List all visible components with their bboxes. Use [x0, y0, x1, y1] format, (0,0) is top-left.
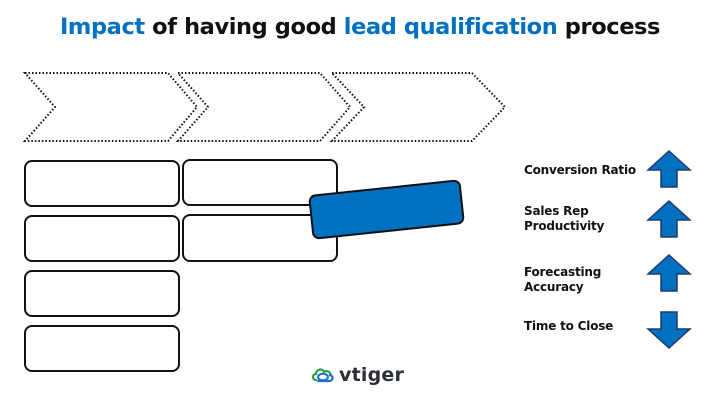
logo-text: vtiger — [339, 364, 405, 386]
metric-label: Time to Close — [524, 319, 614, 333]
metric-time-to-close: Time to Close — [524, 319, 613, 334]
page-title: Impact of having good lead qualification… — [0, 14, 720, 40]
arrow-up-icon — [646, 149, 692, 188]
chevron-step-1 — [22, 72, 199, 142]
title-text: of having good — [144, 14, 344, 40]
box-col1-row4 — [24, 325, 180, 372]
box-col2-row1 — [182, 159, 338, 206]
metric-label-line1: Sales Rep — [524, 204, 589, 218]
vtiger-logo: vtiger — [311, 364, 404, 386]
title-text-end: process — [557, 14, 661, 40]
metric-label: Conversion Ratio — [524, 163, 636, 177]
arrow-up-icon — [646, 253, 692, 292]
metric-conversion-ratio: Conversion Ratio — [524, 163, 636, 178]
metric-label-line2: Productivity — [524, 219, 605, 233]
metric-label-line2: Accuracy — [524, 280, 584, 294]
arrow-down-icon — [646, 311, 692, 350]
arrow-up-icon — [646, 199, 692, 238]
box-col1-row1 — [24, 160, 180, 207]
title-highlight-impact: Impact — [59, 14, 145, 40]
metric-label-line1: Forecasting — [524, 265, 602, 279]
box-col1-row2 — [24, 215, 180, 262]
chevron-step-3 — [329, 72, 507, 142]
box-col1-row3 — [24, 270, 180, 317]
vtiger-cloud-icon — [311, 368, 334, 383]
title-highlight-lead-qualification: lead qualification — [343, 14, 558, 40]
chevron-step-2 — [175, 72, 352, 142]
